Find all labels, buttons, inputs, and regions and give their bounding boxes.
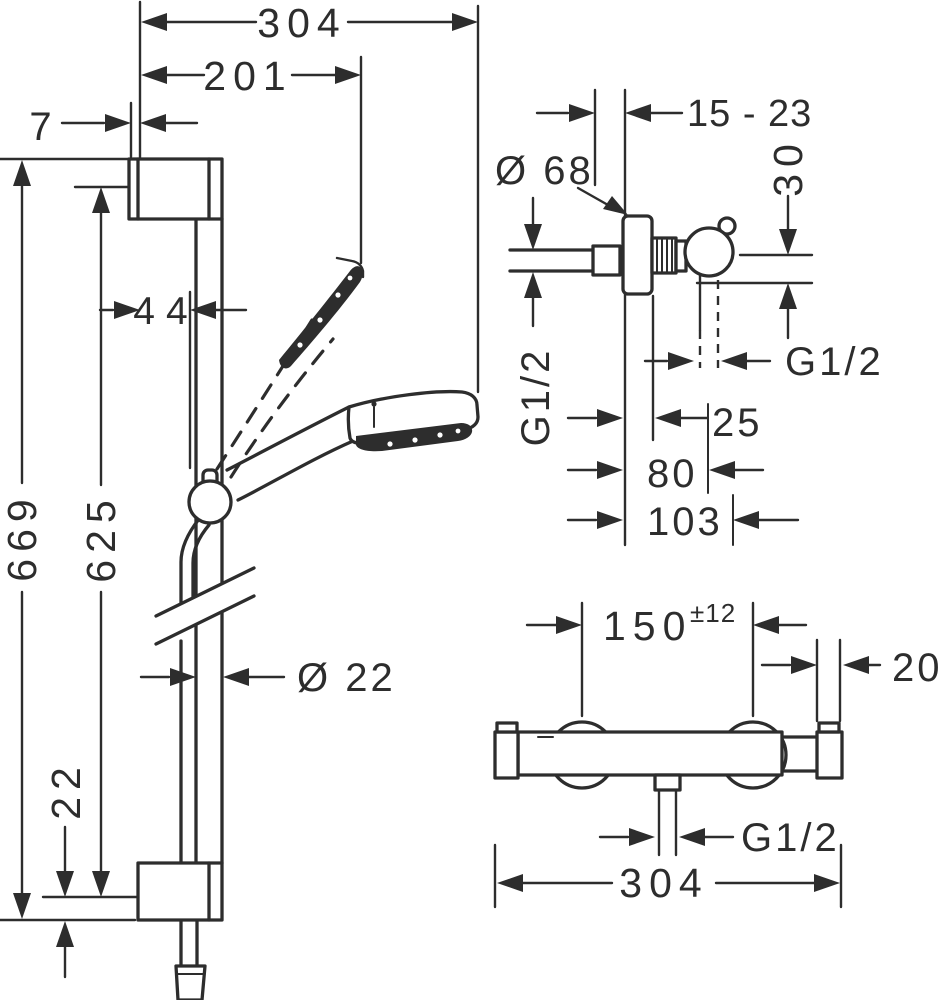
dim-valve-depth-total: 103 bbox=[647, 500, 723, 544]
dim-escutcheon-diameter: Ø 68 bbox=[495, 149, 594, 193]
mixer-body bbox=[516, 730, 784, 777]
mixer-side-dimensions: 15 - 23 Ø 68 30 G1/2 G1/2 25 80 bbox=[495, 93, 884, 546]
dim-valve-drop: 30 bbox=[765, 137, 811, 197]
dim-rail-holder-offset: 44 bbox=[133, 290, 198, 333]
dim-front-cap-width: 20 bbox=[892, 646, 941, 690]
dim-valve-inlet-thread: G1/2 bbox=[514, 348, 558, 447]
dim-valve-projection: 15 - 23 bbox=[687, 93, 812, 135]
rail-dimensions: 304 201 7 44 Ø 22 669 625 22 bbox=[0, 0, 478, 979]
s-union-nut bbox=[591, 244, 622, 277]
dim-rail-bar-diameter: Ø 22 bbox=[297, 656, 396, 700]
mixer-front-dimensions: 150 ±12 20 G1/2 304 bbox=[493, 598, 941, 909]
dim-rail-wall-gap: 7 bbox=[29, 105, 54, 149]
slider-holder bbox=[187, 479, 233, 525]
hose-cone-nut bbox=[174, 964, 207, 1000]
dim-rail-bar-height: 625 bbox=[78, 493, 124, 582]
rail-top-bracket bbox=[127, 157, 224, 221]
dim-front-outlet-thread: G1/2 bbox=[741, 816, 840, 860]
dim-rail-total-width: 304 bbox=[257, 0, 346, 46]
dim-front-connection-distance: 150 bbox=[603, 603, 692, 649]
dim-front-total-width: 304 bbox=[619, 860, 708, 906]
dim-rail-bottom-offset: 22 bbox=[43, 760, 89, 820]
dim-rail-head-width: 201 bbox=[203, 53, 292, 99]
mixer-outlet-flange bbox=[653, 773, 682, 792]
rail-side-view bbox=[0, 0, 480, 1000]
mixer-cap-right bbox=[815, 730, 844, 780]
dim-front-connection-tolerance: ±12 bbox=[690, 598, 736, 628]
handshower-handle bbox=[225, 405, 351, 472]
dim-valve-depth-center: 25 bbox=[712, 401, 763, 445]
valve-handle bbox=[683, 226, 735, 278]
mixer-cap-left bbox=[493, 730, 520, 780]
dim-rail-total-height: 669 bbox=[0, 492, 45, 581]
dim-valve-outlet-thread: G1/2 bbox=[785, 340, 884, 384]
dim-valve-depth-handle: 80 bbox=[647, 452, 698, 496]
shower-hose bbox=[179, 517, 201, 614]
mixer-front-view bbox=[493, 720, 844, 857]
mixer-side-view bbox=[508, 88, 737, 547]
rail-break-mark bbox=[154, 566, 256, 618]
escutcheon bbox=[621, 214, 654, 296]
handshower-sprayface bbox=[356, 423, 473, 452]
